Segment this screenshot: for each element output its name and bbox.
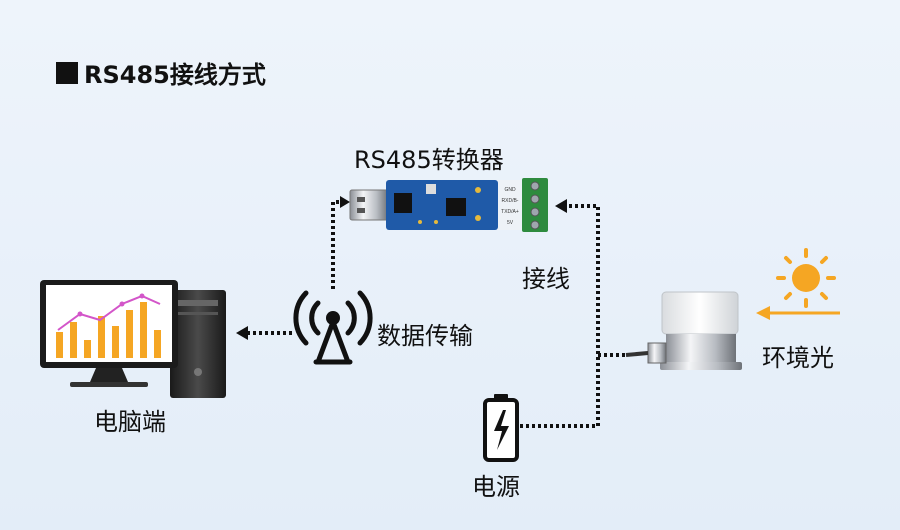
ambient-light-label: 环境光 xyxy=(762,344,834,372)
arrow-into-computer xyxy=(236,326,248,340)
pin-label: RXD/B- xyxy=(502,198,519,204)
converter-label: RS485转换器 xyxy=(354,146,504,174)
battery-icon xyxy=(483,394,519,462)
pin-label: GND xyxy=(504,187,516,193)
connection-lines xyxy=(236,196,626,428)
computer-label: 电脑端 xyxy=(94,408,166,436)
pin-label: 5V xyxy=(507,220,514,226)
arrow-into-terminal xyxy=(555,199,567,213)
sun-icon xyxy=(776,248,836,308)
data-transfer-label: 数据传输 xyxy=(377,322,473,350)
line-converter-to-antenna xyxy=(331,200,345,292)
power-label: 电源 xyxy=(472,473,520,501)
title-text: RS485接线方式 xyxy=(84,61,266,89)
usb-rs485-converter-icon: GND RXD/B- TXD/A+ 5V xyxy=(349,178,548,232)
antenna-icon xyxy=(293,290,373,365)
light-sensor-icon xyxy=(625,291,742,370)
light-ray-arrow xyxy=(756,306,840,320)
title-bullet xyxy=(56,61,78,84)
computer-icon xyxy=(40,280,226,398)
arrow-into-converter xyxy=(340,196,350,208)
line-bus-to-converter xyxy=(568,204,600,426)
page-title: RS485接线方式 xyxy=(56,55,266,90)
wiring-label: 接线 xyxy=(522,265,570,293)
pin-label: TXD/A+ xyxy=(501,209,519,215)
